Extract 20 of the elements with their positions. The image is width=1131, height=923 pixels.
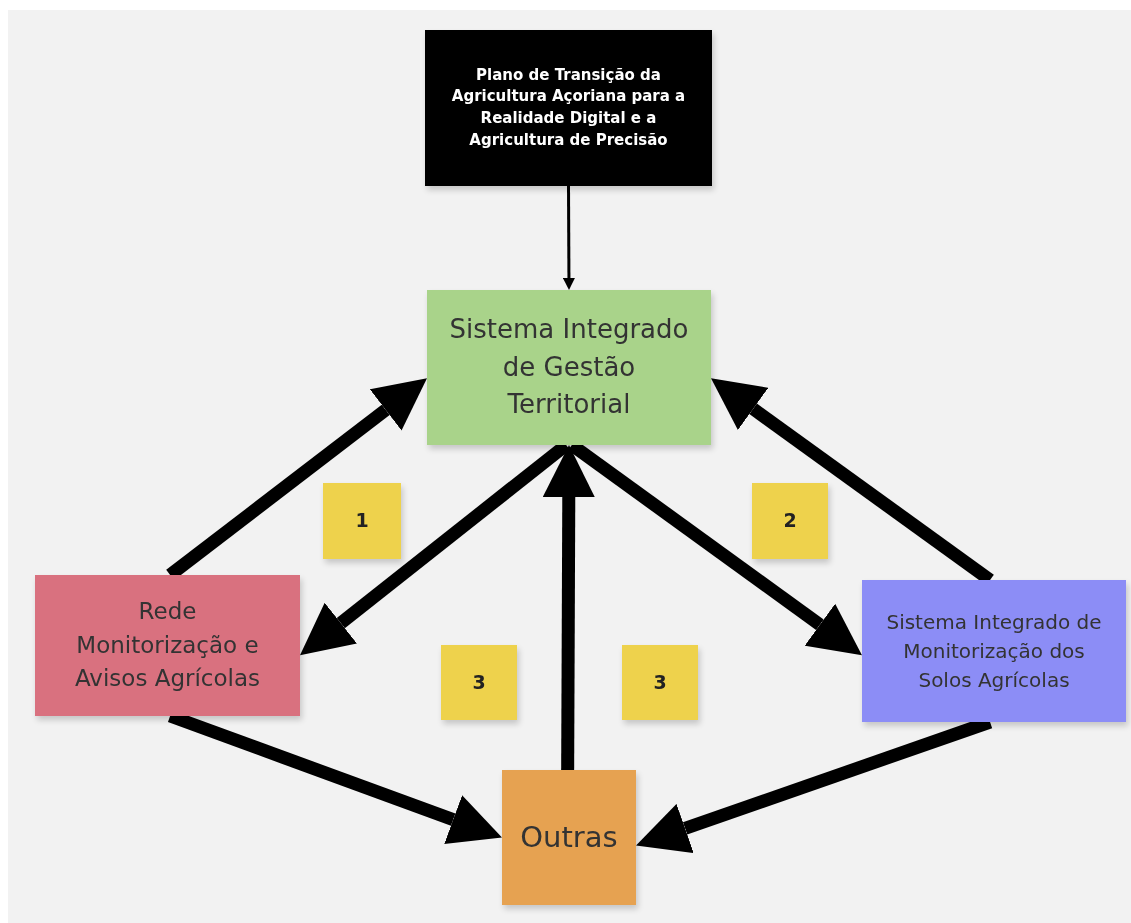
node-label: 3 [472, 669, 486, 695]
node-label: 1 [355, 508, 369, 534]
sticky-note [323, 483, 401, 559]
node-label: Outras [520, 819, 618, 857]
title-box [425, 30, 712, 186]
process-box [427, 290, 711, 445]
node-label: 2 [783, 508, 797, 534]
arrow [562, 186, 575, 290]
sticky-note [622, 645, 698, 720]
node-label: 3 [653, 669, 667, 695]
process-box [862, 580, 1126, 722]
process-box [35, 575, 300, 716]
node-label: Rede Monitorização e Avisos Agrícolas [73, 597, 262, 694]
sticky-note [752, 483, 828, 559]
node-label: Plano de Transição da Agricultura Açoriana para a Realidade Digital e a Agricultura de Precisão [450, 64, 687, 151]
process-box [502, 770, 636, 905]
sticky-note [441, 645, 517, 720]
node-label: Sistema Integrado de Gestão Territorial [448, 312, 690, 422]
node-label: Sistema Integrado de Monitorização dos Solos Agrícolas [885, 608, 1103, 694]
arrow [542, 445, 595, 771]
